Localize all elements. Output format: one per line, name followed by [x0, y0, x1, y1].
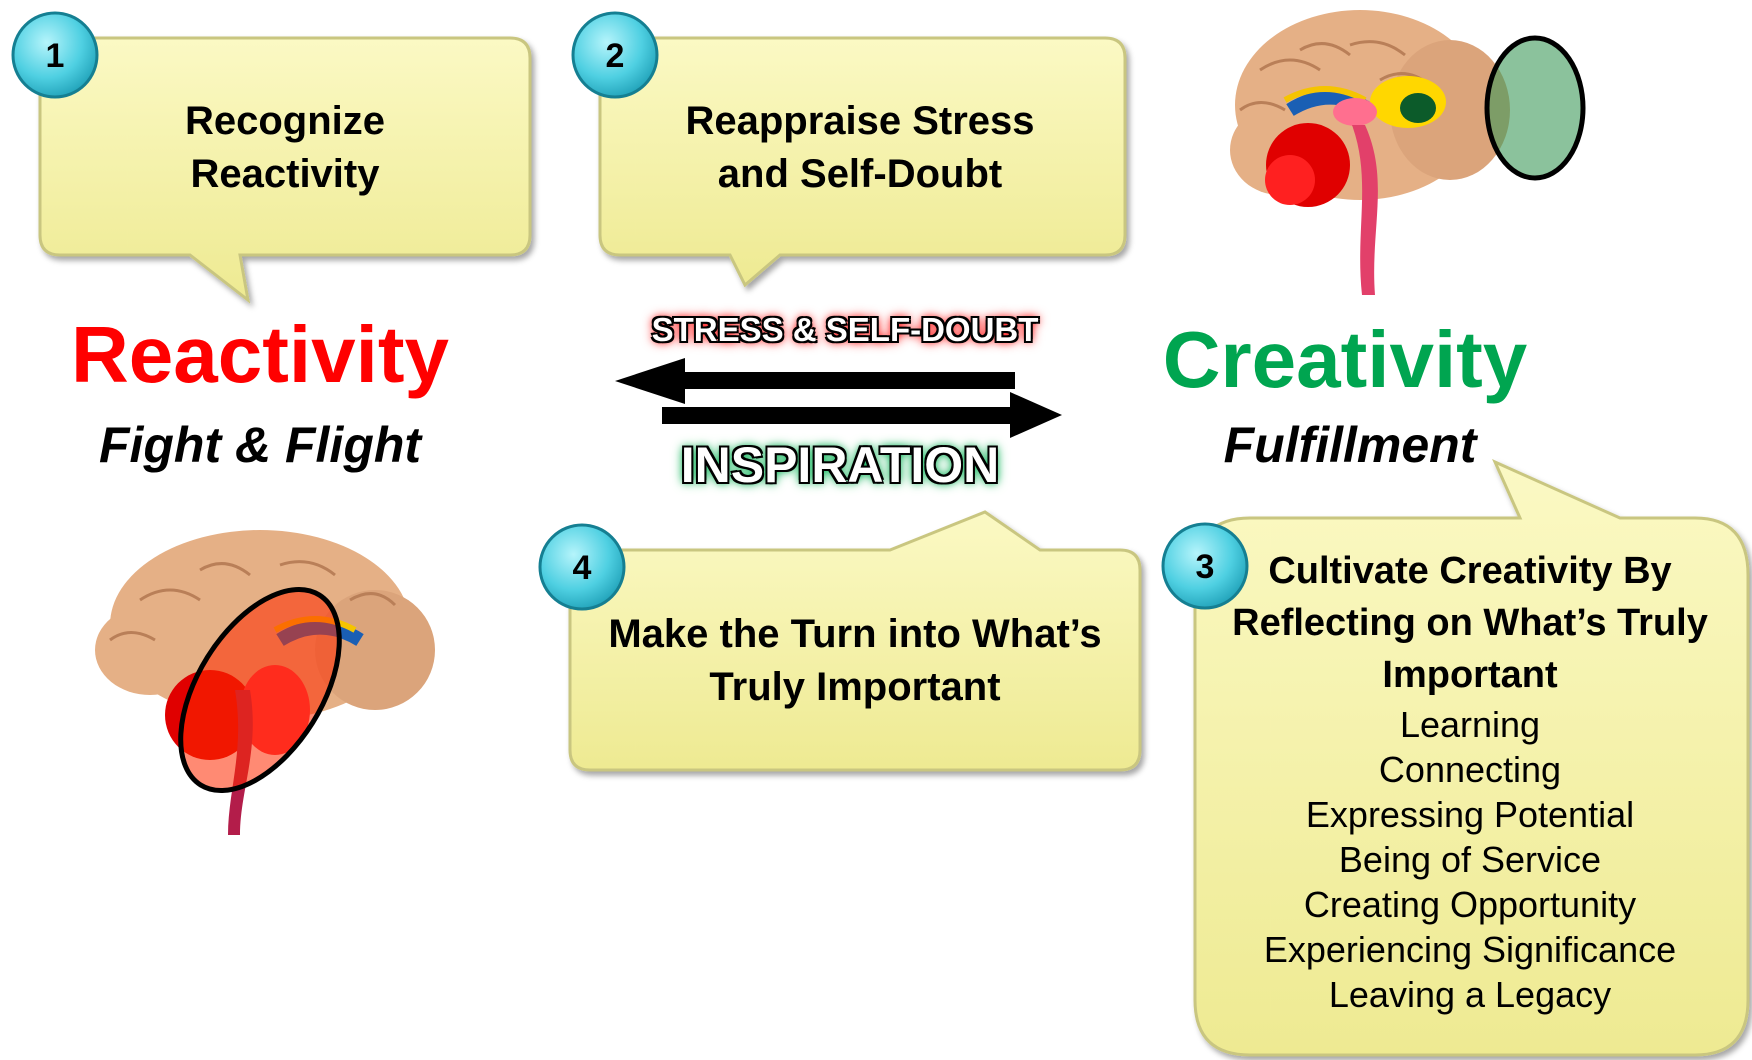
step-4-title: Make the Turn into What’s Truly Importan…	[608, 612, 1102, 709]
list-item: Leaving a Legacy	[1328, 974, 1612, 1015]
badge-4: 4	[538, 523, 626, 611]
list-item: Experiencing Significance	[1263, 929, 1677, 970]
list-item: Being of Service	[1338, 839, 1602, 880]
stress-self-doubt-label: STRESS & SELF-DOUBT	[651, 311, 1039, 348]
badge-2: 2	[571, 11, 659, 99]
list-item: Expressing Potential	[1305, 794, 1635, 835]
list-item: Creating Opportunity	[1303, 884, 1637, 925]
creativity-sublabel: Fulfillment	[1223, 417, 1477, 473]
badge-3: 3	[1161, 522, 1249, 610]
badge-1: 1	[11, 11, 99, 99]
step-1-title: Recognize Reactivity	[184, 99, 386, 196]
important-list: Learning Connecting Expressing Potential…	[1230, 702, 1710, 1017]
svg-text:3: 3	[1196, 548, 1215, 586]
step-2-title: Reappraise Stress and Self-Doubt	[685, 99, 1035, 196]
list-item: Learning	[1399, 704, 1541, 745]
svg-text:2: 2	[606, 37, 625, 75]
step-3-title: Cultivate Creativity By Reflecting on Wh…	[1232, 550, 1708, 696]
creativity-label: Creativity	[1162, 315, 1528, 404]
brain-reactivity-icon	[95, 530, 435, 835]
reactivity-sublabel: Fight & Flight	[98, 417, 422, 473]
inspiration-label: INSPIRATION	[680, 437, 1000, 493]
list-item: Connecting	[1378, 749, 1562, 790]
brain-creativity-icon	[1230, 10, 1586, 295]
svg-text:1: 1	[46, 37, 65, 75]
left-arrow	[615, 358, 1015, 404]
reactivity-label: Reactivity	[71, 310, 449, 399]
right-arrow	[662, 392, 1062, 438]
svg-text:4: 4	[573, 549, 592, 587]
